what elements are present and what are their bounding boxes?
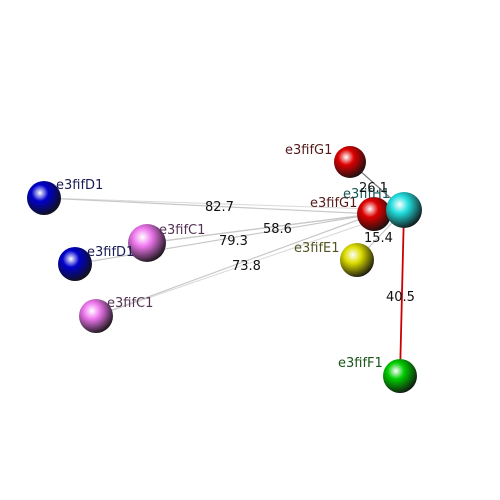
distance-labels: 82.7 79.3 58.6 73.8 26.1 15.4 40.5	[205, 181, 415, 305]
distance-line	[43, 197, 375, 215]
distance-label: 82.7	[205, 200, 234, 215]
distance-line	[74, 213, 375, 265]
distance-lines	[43, 161, 405, 377]
atom-label: e3fifD1	[56, 178, 103, 193]
distance-label: 40.5	[386, 290, 415, 305]
atom-sphere-g1b[interactable]	[357, 197, 391, 231]
atom-label: e3fifF1	[338, 356, 383, 371]
atom-label: e3fifH1	[343, 187, 390, 202]
atom-sphere-d1a[interactable]	[27, 181, 61, 215]
atom-label: e3fifC1	[107, 296, 153, 311]
atom-label: e3fifE1	[294, 241, 340, 256]
atom-label: e3fifG1	[310, 196, 357, 211]
distance-line	[95, 209, 405, 317]
atom-sphere-d1b[interactable]	[58, 247, 92, 281]
distance-line	[43, 197, 405, 211]
distance-line	[95, 213, 375, 317]
atom-sphere-c1a[interactable]	[128, 224, 166, 262]
atom-label: e3fifC1	[159, 223, 205, 238]
distance-label: 79.3	[219, 234, 248, 249]
distance-label: 26.1	[359, 181, 388, 196]
atom-sphere-e1[interactable]	[340, 243, 374, 277]
atom-sphere-c1b[interactable]	[79, 299, 113, 333]
distance-label: 73.8	[232, 259, 261, 274]
distance-line	[399, 209, 405, 377]
atom-label: e3fifD1	[87, 245, 134, 260]
atom-label: e3fifG1	[285, 143, 332, 158]
distance-label: 15.4	[364, 231, 393, 246]
atom-sphere-h1[interactable]	[386, 192, 422, 228]
atom-sphere-g1a[interactable]	[334, 146, 366, 178]
distance-label: 58.6	[263, 222, 292, 237]
atom-labels: e3fifD1e3fifD1e3fifC1e3fifC1e3fifG1e3fif…	[56, 143, 390, 371]
atom-sphere-f1[interactable]	[383, 359, 417, 393]
atom-spheres	[27, 146, 422, 393]
